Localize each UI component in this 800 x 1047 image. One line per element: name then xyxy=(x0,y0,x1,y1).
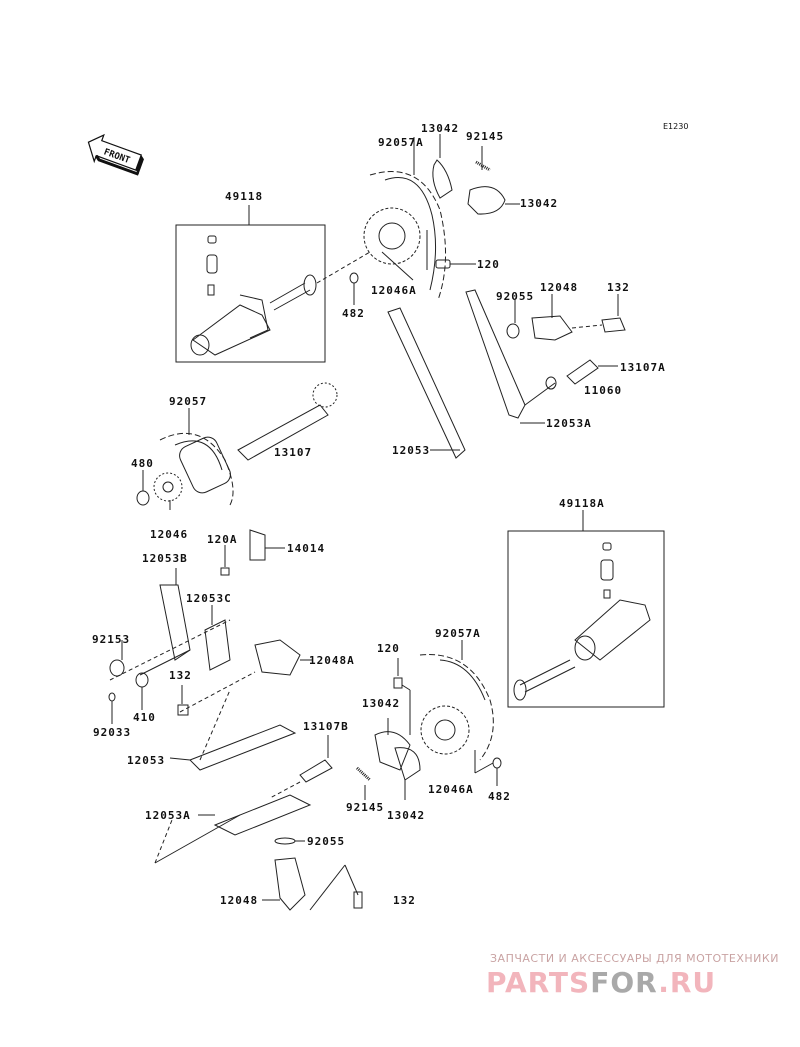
part-label-14014[interactable]: 14014 xyxy=(287,542,326,555)
part-label-92057[interactable]: 92057 xyxy=(169,395,208,408)
part-label-132[interactable]: 132 xyxy=(607,281,630,294)
part-label-13107A[interactable]: 13107A xyxy=(620,361,666,374)
watermark-brand-for: FOR xyxy=(590,966,659,999)
part-label-92145[interactable]: 92145 xyxy=(466,130,505,143)
part-label-13042[interactable]: 13042 xyxy=(362,697,401,710)
part-label-410[interactable]: 410 xyxy=(133,711,156,724)
part-label-92055[interactable]: 92055 xyxy=(496,290,535,303)
cam-chain-sprocket-top-drawing xyxy=(363,171,476,301)
front-arrow-icon: FRONT xyxy=(87,133,144,176)
part-label-12053[interactable]: 12053 xyxy=(127,754,166,767)
part-label-482[interactable]: 482 xyxy=(488,790,511,803)
part-label-92033[interactable]: 92033 xyxy=(93,726,132,739)
watermark-brand-ru: .RU xyxy=(658,966,717,999)
part-label-12048A[interactable]: 12048A xyxy=(309,654,355,667)
part-label-120A[interactable]: 120A xyxy=(207,533,238,546)
part-label-12053C[interactable]: 12053C xyxy=(186,592,232,605)
watermark-tagline: ЗАПЧАСТИ И АКСЕССУАРЫ ДЛЯ МОТОТЕХНИКИ xyxy=(490,952,779,965)
part-label-12053[interactable]: 12053 xyxy=(392,444,431,457)
part-label-12046A[interactable]: 12046A xyxy=(428,783,474,796)
part-label-49118[interactable]: 49118 xyxy=(225,190,264,203)
part-label-12053A[interactable]: 12053A xyxy=(145,809,191,822)
watermark-brand: PARTSFOR.RU xyxy=(486,966,716,999)
part-label-12046A[interactable]: 12046A xyxy=(371,284,417,297)
kit-box-49118 xyxy=(175,224,326,363)
part-label-132[interactable]: 132 xyxy=(169,669,192,682)
part-label-92145[interactable]: 92145 xyxy=(346,801,385,814)
camshaft-top-drawing xyxy=(190,235,371,356)
part-label-482[interactable]: 482 xyxy=(342,307,365,320)
part-label-49118A[interactable]: 49118A xyxy=(559,497,605,510)
part-label-13107B[interactable]: 13107B xyxy=(303,720,349,733)
diagram-code: E1230 xyxy=(663,122,689,131)
part-label-12048[interactable]: 12048 xyxy=(220,894,259,907)
part-label-12046[interactable]: 12046 xyxy=(150,528,189,541)
watermark-brand-parts: PARTS xyxy=(486,966,591,999)
part-label-92153[interactable]: 92153 xyxy=(92,633,131,646)
part-label-13107[interactable]: 13107 xyxy=(274,446,313,459)
part-label-132[interactable]: 132 xyxy=(393,894,416,907)
part-label-12048[interactable]: 12048 xyxy=(540,281,579,294)
part-label-12053A[interactable]: 12053A xyxy=(546,417,592,430)
crank-chain-drawing xyxy=(159,408,234,506)
part-label-12053B[interactable]: 12053B xyxy=(142,552,188,565)
part-label-13042[interactable]: 13042 xyxy=(520,197,559,210)
part-label-92057A[interactable]: 92057A xyxy=(378,136,424,149)
part-label-120[interactable]: 120 xyxy=(477,258,500,271)
part-label-13042[interactable]: 13042 xyxy=(421,122,460,135)
part-label-92057A[interactable]: 92057A xyxy=(435,627,481,640)
part-label-92055[interactable]: 92055 xyxy=(307,835,346,848)
part-label-120[interactable]: 120 xyxy=(377,642,400,655)
kit-box-49118A xyxy=(507,530,665,708)
part-label-480[interactable]: 480 xyxy=(131,457,154,470)
part-label-11060[interactable]: 11060 xyxy=(584,384,623,397)
part-label-13042[interactable]: 13042 xyxy=(387,809,426,822)
